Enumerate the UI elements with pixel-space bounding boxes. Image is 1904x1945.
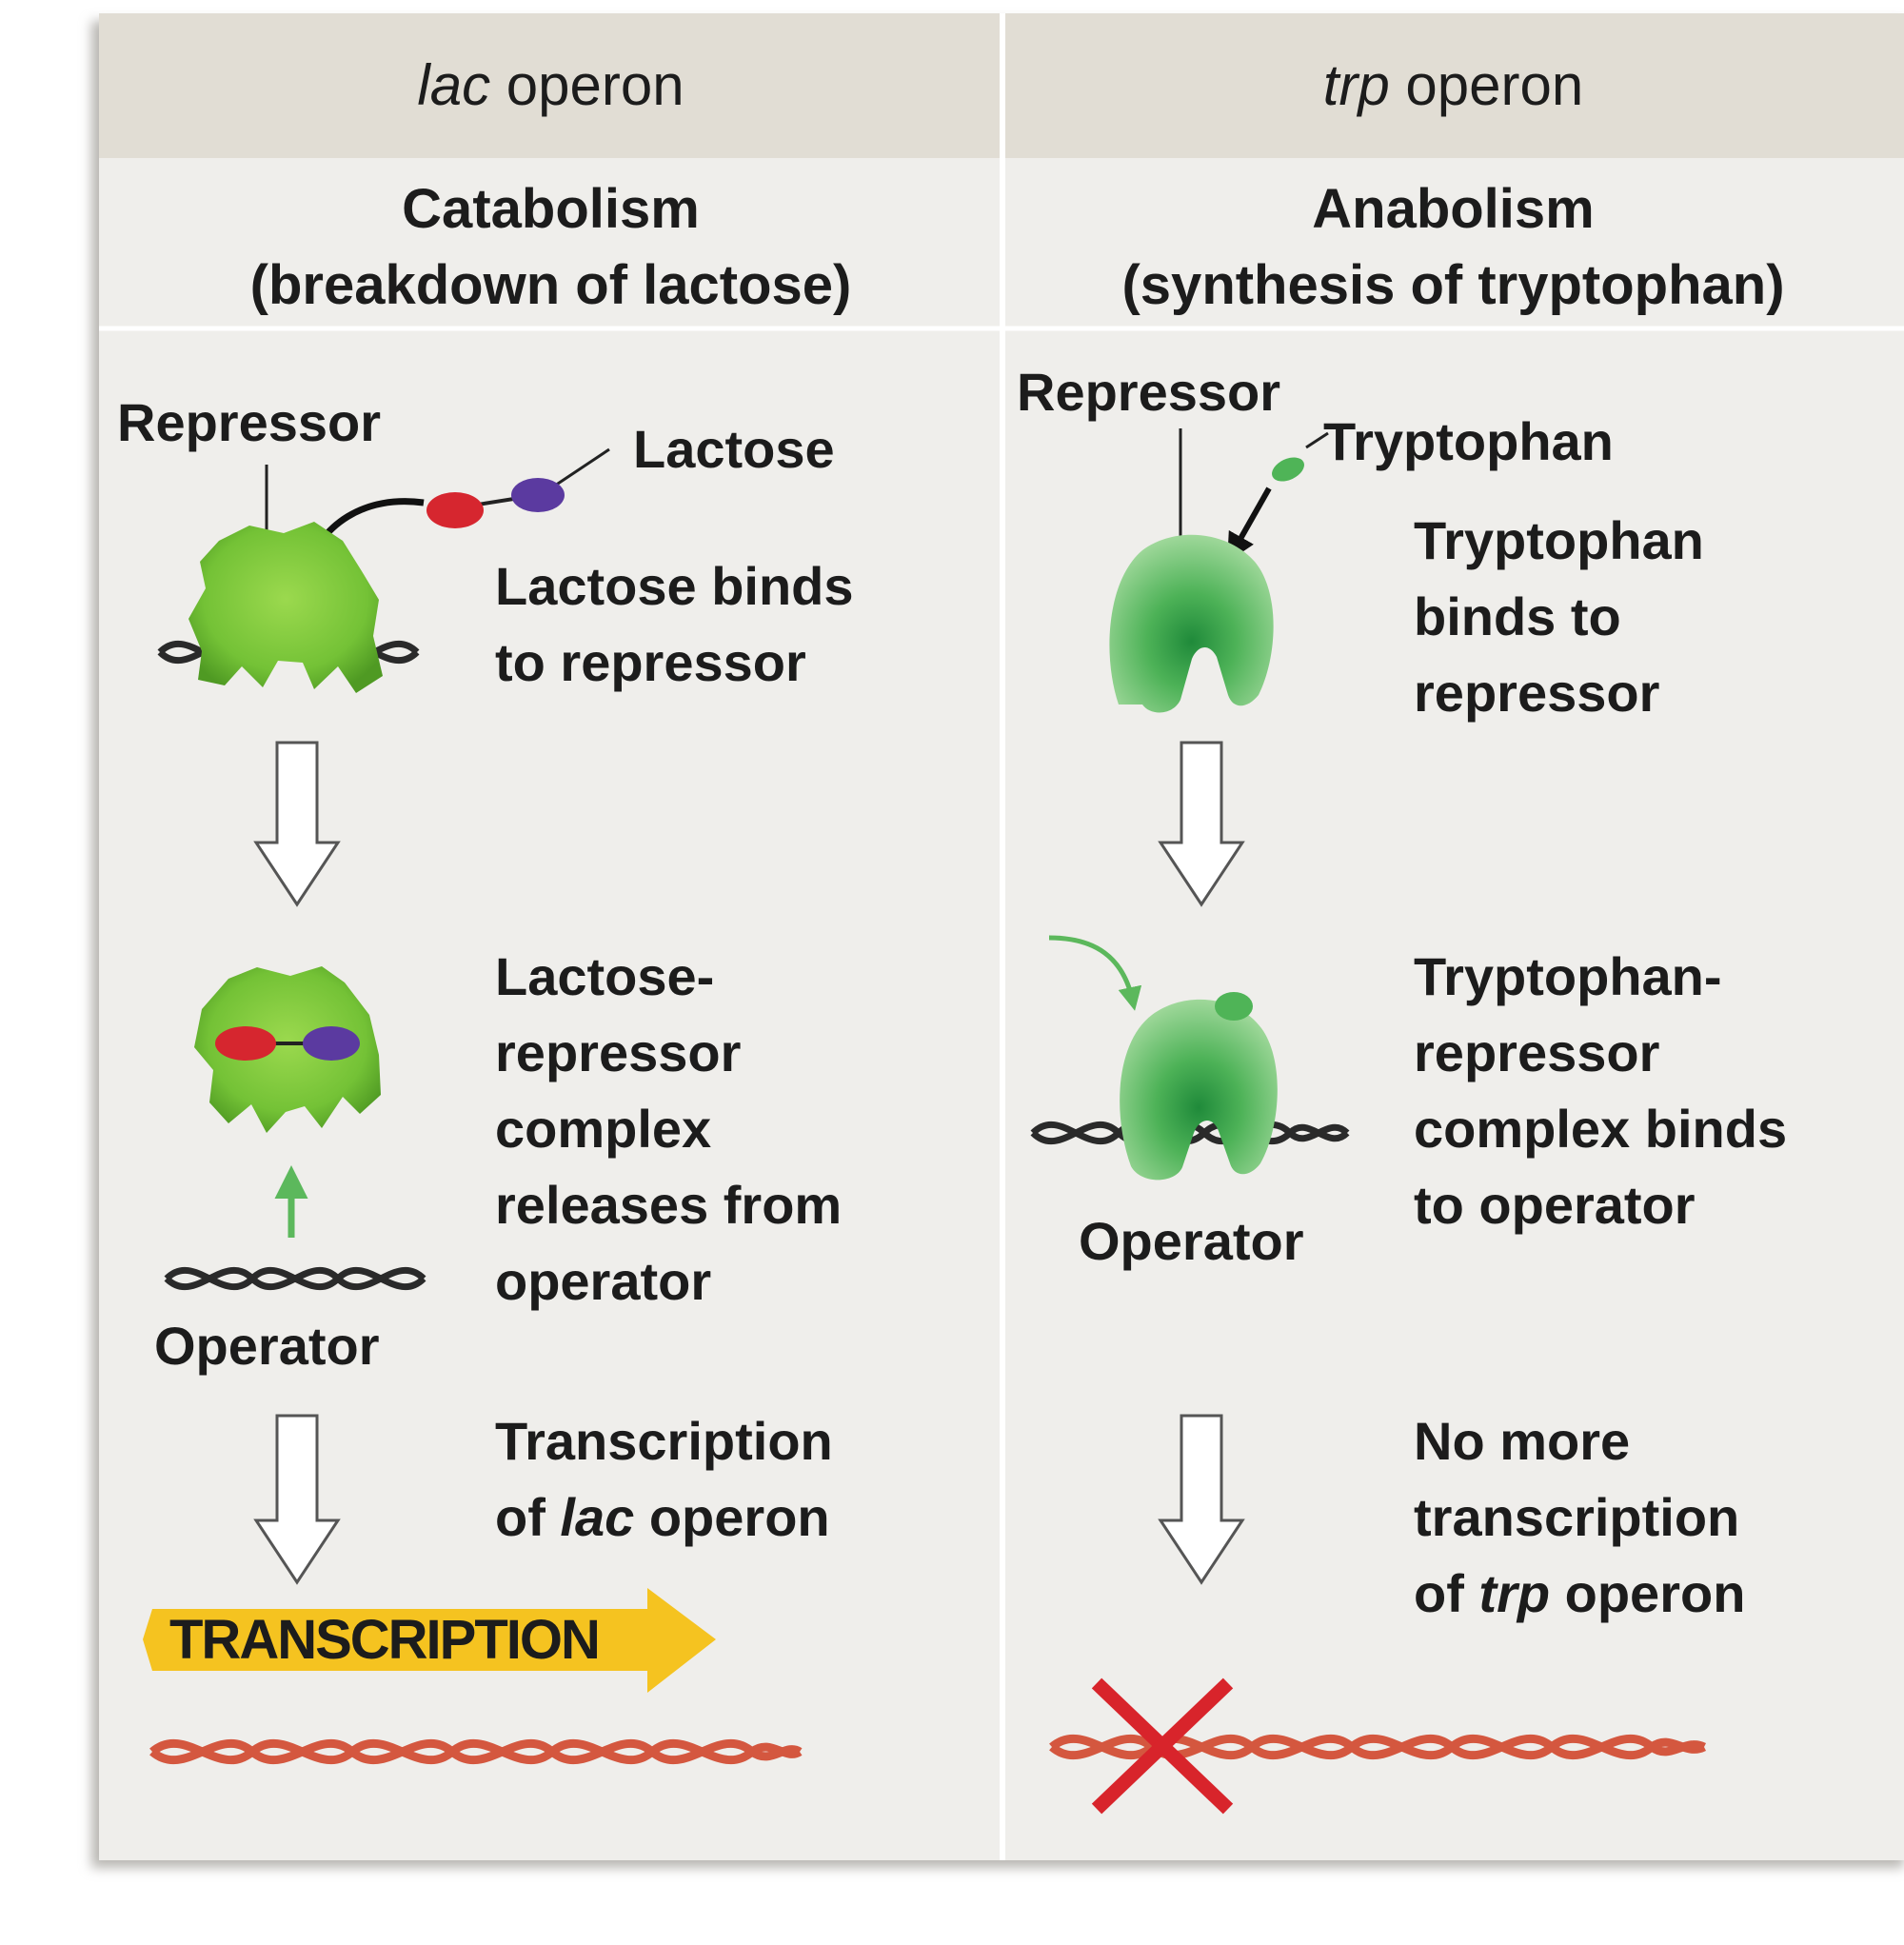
tryptophan-binding-arrow [1227, 486, 1272, 563]
lactose-label: Lactose [633, 419, 835, 479]
repressor-u-icon [1120, 999, 1278, 1181]
transcription-banner-label: TRANSCRIPTION [169, 1609, 601, 1671]
trp-operator-label: Operator [1079, 1211, 1304, 1271]
lactose-molecule-icon [215, 1026, 360, 1061]
trp-step3-prefix: of [1414, 1563, 1479, 1623]
trp-repressor-label: Repressor [1017, 362, 1281, 422]
trp-step2-line2: repressor [1414, 1022, 1660, 1082]
repressor-u-icon [1109, 534, 1274, 713]
trp-step3-line2: transcription [1414, 1487, 1740, 1547]
down-arrow-icon [1158, 741, 1245, 907]
trp-step3-line3: of trp operon [1414, 1556, 1745, 1632]
cross-icon [1091, 1677, 1234, 1815]
tryptophan-pointer [1305, 431, 1329, 449]
trp-step2-text: Tryptophan- repressor complex binds to o… [1414, 939, 1787, 1243]
lac-step3-line2: of lac operon [495, 1479, 833, 1556]
trp-step1-line3: repressor [1414, 663, 1660, 723]
trp-step3-text: No more transcription of trp operon [1414, 1403, 1745, 1632]
lac-operon-header: lac operon [99, 48, 1002, 124]
lac-step2-text: Lactose- repressor complex releases from… [495, 939, 842, 1320]
tryptophan-molecule-icon [1215, 992, 1253, 1021]
lac-step2-line1: Lactose- [495, 946, 715, 1006]
lac-step2-line2: repressor [495, 1022, 742, 1082]
trp-step3-line1: No more [1414, 1411, 1631, 1471]
lac-type-line2: (breakdown of lactose) [249, 254, 852, 316]
trp-step3-italic: trp [1478, 1563, 1551, 1623]
trp-type-line1: Anabolism [1312, 178, 1595, 240]
trp-process-type: Anabolism (synthesis of tryptophan) [1002, 171, 1904, 324]
trp-step2-line1: Tryptophan- [1414, 946, 1722, 1006]
lac-step3-suffix: operon [634, 1487, 830, 1547]
lactose-molecule-icon [426, 478, 565, 528]
lac-operator-label: Operator [154, 1316, 380, 1376]
lac-step2-line4: releases from [495, 1175, 843, 1235]
dna-helix-icon [1030, 1121, 1350, 1145]
lac-step1-text: Lactose binds to repressor [495, 548, 854, 701]
lac-step3-italic: lac [560, 1487, 635, 1547]
down-arrow-icon [253, 741, 341, 907]
trp-operon-header: trp operon [1002, 48, 1904, 124]
dna-helix-icon [149, 1738, 803, 1765]
lac-repressor-label: Repressor [117, 392, 382, 452]
transcription-arrow-icon [143, 1588, 716, 1693]
lac-header-rest: operon [490, 53, 684, 117]
trp-step2-line4: to operator [1414, 1175, 1696, 1235]
trp-step3-suffix: operon [1550, 1563, 1746, 1623]
dna-helix-icon [164, 1266, 426, 1291]
trp-header-italic: trp [1322, 53, 1390, 117]
lac-step1-line1: Lactose binds [495, 556, 854, 616]
trp-step1-line1: Tryptophan [1414, 510, 1704, 570]
trp-type-line2: (synthesis of tryptophan) [1121, 254, 1785, 316]
down-arrow-icon [253, 1414, 341, 1585]
lac-step3-line1: Transcription [495, 1411, 833, 1471]
lac-step3-text: Transcription of lac operon [495, 1403, 833, 1556]
repressor-blob-icon [194, 966, 381, 1133]
trp-step1-line2: binds to [1414, 586, 1621, 646]
lac-step2-line5: operator [495, 1251, 712, 1311]
lac-step1-line2: to repressor [495, 632, 806, 692]
tryptophan-molecule-icon [1272, 457, 1304, 482]
binding-arrow [1048, 935, 1142, 1011]
trp-step1-text: Tryptophan binds to repressor [1414, 503, 1704, 731]
repressor-blob-icon [188, 522, 383, 693]
tryptophan-label: Tryptophan [1323, 411, 1614, 471]
lac-process-type: Catabolism (breakdown of lactose) [99, 171, 1002, 324]
lac-type-line1: Catabolism [402, 178, 700, 240]
lac-step3-prefix: of [495, 1487, 561, 1547]
trp-step2-line3: complex binds [1414, 1099, 1788, 1159]
lac-header-italic: lac [417, 53, 491, 117]
lactose-pointer [551, 447, 610, 489]
lac-step2-line3: complex [495, 1099, 712, 1159]
down-arrow-icon [1158, 1414, 1245, 1585]
trp-header-rest: operon [1389, 53, 1584, 117]
